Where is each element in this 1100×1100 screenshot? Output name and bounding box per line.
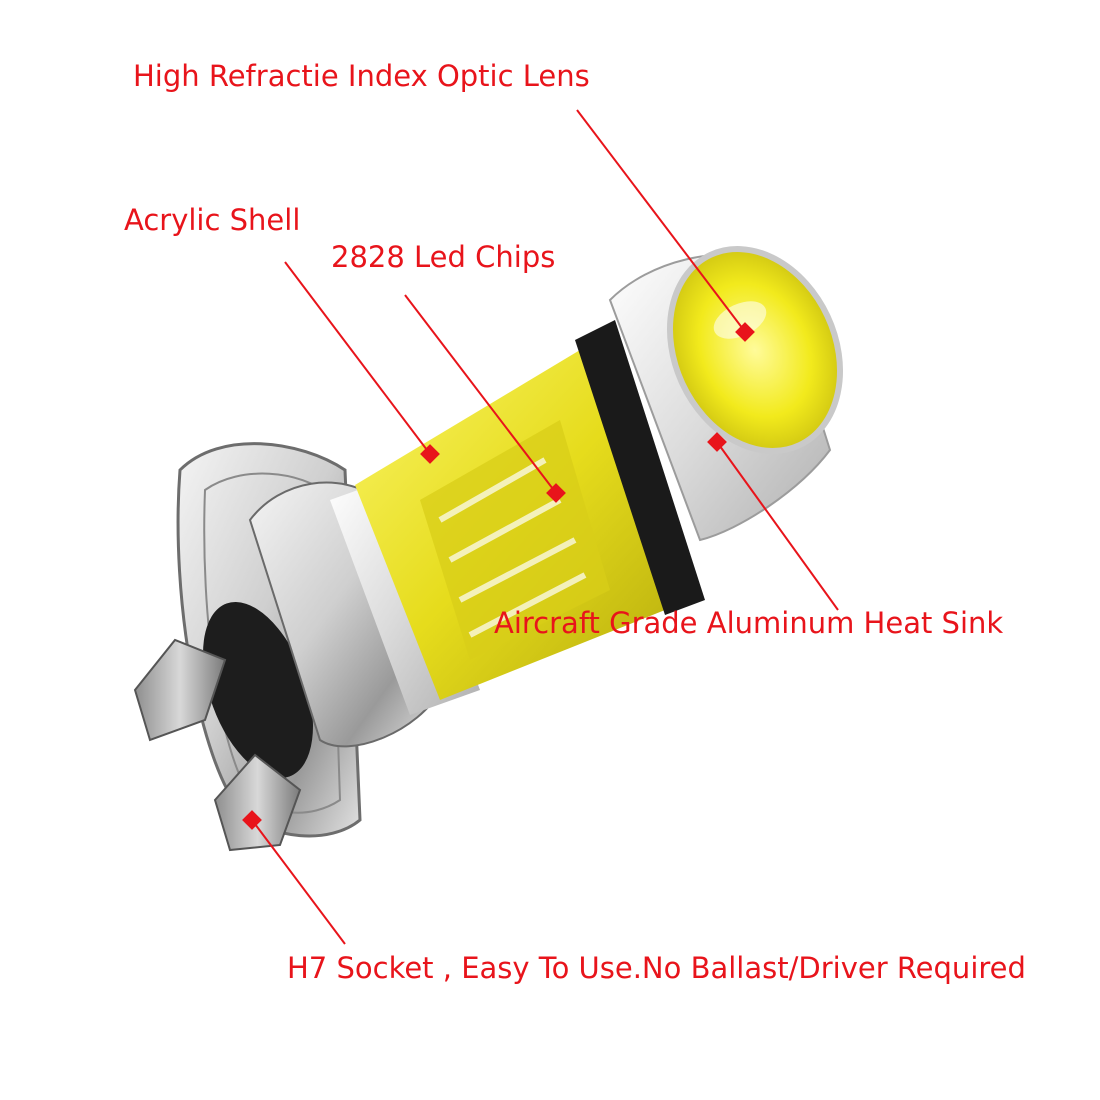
callout-socket-line: [251, 819, 346, 945]
callout-shell-line: [284, 261, 431, 455]
label-led-chips: 2828 Led Chips: [331, 240, 556, 274]
chip-column: [420, 420, 610, 660]
gasket: [203, 602, 313, 778]
black-ring: [575, 320, 705, 615]
lens: [666, 246, 844, 454]
terminal-bottom: [213, 753, 302, 852]
callout-chips-line: [404, 294, 557, 494]
callout-sink-line: [716, 441, 839, 611]
callout-lens-marker: [735, 322, 755, 342]
label-heat-sink: Aircraft Grade Aluminum Heat Sink: [494, 606, 1004, 640]
label-optic-lens: High Refractie Index Optic Lens: [133, 59, 590, 93]
label-h7-socket: H7 Socket , Easy To Use.No Ballast/Drive…: [287, 951, 1026, 985]
chip-grid: [438, 457, 587, 638]
callout-chips-marker: [546, 483, 566, 503]
callout-lens-line: [576, 109, 747, 334]
lens-highlight: [713, 301, 767, 339]
bulb-group: [133, 246, 844, 852]
callouts: [242, 109, 839, 945]
terminal-top: [133, 638, 227, 742]
callout-shell-marker: [420, 444, 440, 464]
label-acrylic-shell: Acrylic Shell: [124, 203, 301, 237]
callout-sink-marker: [707, 432, 727, 452]
